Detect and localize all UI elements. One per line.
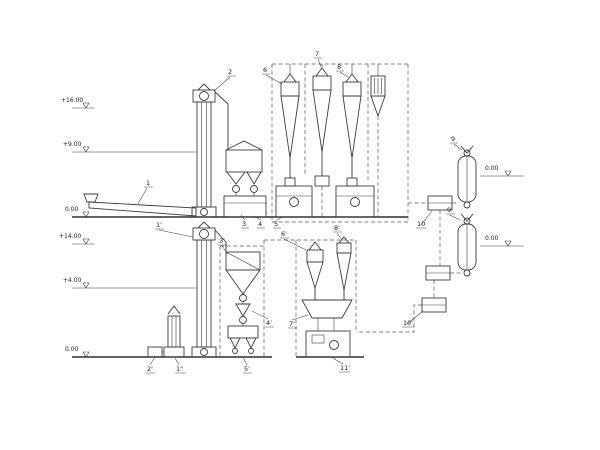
equipment-label: 4 bbox=[258, 220, 262, 228]
inclined-conveyor bbox=[88, 201, 197, 217]
cyclone-a bbox=[280, 64, 300, 178]
equipment-label: 1'' bbox=[176, 365, 184, 373]
elevation-label: 0.00 bbox=[485, 165, 499, 172]
aspiration-duct-network bbox=[219, 63, 462, 357]
packer-scale-1 bbox=[275, 177, 313, 218]
equipment-label: 6 bbox=[263, 66, 267, 74]
fan-box-10 bbox=[427, 195, 453, 211]
machine-11p bbox=[305, 330, 351, 358]
fan-box-mid bbox=[425, 265, 451, 281]
equipment-label: 9 bbox=[451, 135, 455, 143]
ground-lines bbox=[72, 216, 408, 358]
elevation-label: +9.00 bbox=[63, 141, 82, 148]
equipment-label: 5' bbox=[244, 365, 250, 373]
equipment-label: 5 bbox=[274, 220, 278, 228]
elevation-label: 0.00 bbox=[65, 346, 79, 353]
equipment-label: 3' bbox=[219, 237, 225, 245]
cyclone-c bbox=[342, 64, 362, 178]
equipment-label: 9' bbox=[447, 206, 453, 214]
cyclone-9 bbox=[457, 145, 477, 209]
elevation-label: 0.00 bbox=[485, 235, 499, 242]
cyclone-b bbox=[312, 64, 332, 187]
equipment-label: 8 bbox=[337, 63, 341, 71]
equipment-label: 10 bbox=[417, 220, 425, 228]
equipment-label: 7' bbox=[289, 320, 295, 328]
bag-filter bbox=[370, 64, 386, 118]
cyclone-9p bbox=[457, 213, 477, 277]
small-cyclone-6p bbox=[306, 241, 324, 300]
equipment-label: 6' bbox=[281, 230, 287, 238]
elevation-label: +16.00 bbox=[61, 97, 83, 104]
small-elevator-2p bbox=[147, 305, 185, 358]
elevation-markers: +16.00 +9.00 0.00 +14.00 +4.00 0.00 0.00… bbox=[59, 97, 512, 358]
purifier-assembly bbox=[225, 251, 261, 354]
hopper-bin bbox=[301, 299, 353, 331]
equipment-label: 3 bbox=[242, 220, 246, 228]
bucket-elevator-1p bbox=[191, 221, 227, 358]
elevation-label: 0.00 bbox=[65, 206, 79, 213]
equipment-label: 2' bbox=[147, 365, 153, 373]
equipment-label: 7 bbox=[315, 50, 319, 58]
equipment-label: 1' bbox=[156, 221, 162, 229]
elevation-label: +14.00 bbox=[59, 233, 81, 240]
equipment-label: 1 bbox=[146, 179, 150, 187]
equipment-label: 4' bbox=[266, 319, 272, 327]
equipment-label: 8' bbox=[334, 224, 340, 232]
fan-box-10p bbox=[421, 297, 447, 313]
packer-scale-2 bbox=[335, 177, 375, 218]
equipment-label: 2 bbox=[228, 68, 232, 76]
intake-hopper bbox=[83, 193, 99, 203]
reference-lines bbox=[72, 107, 524, 289]
equipment-label: 11' bbox=[340, 364, 350, 372]
elevation-label: +4.00 bbox=[63, 277, 82, 284]
sieve-bin-unit bbox=[223, 140, 267, 218]
bucket-elevator-2 bbox=[191, 83, 229, 218]
equipment-labels: 1 2 3 4 5 6 7 8 9 10 9' 10' 1' 2' 1'' 3'… bbox=[137, 50, 463, 374]
thin-cone-8p bbox=[336, 236, 352, 300]
